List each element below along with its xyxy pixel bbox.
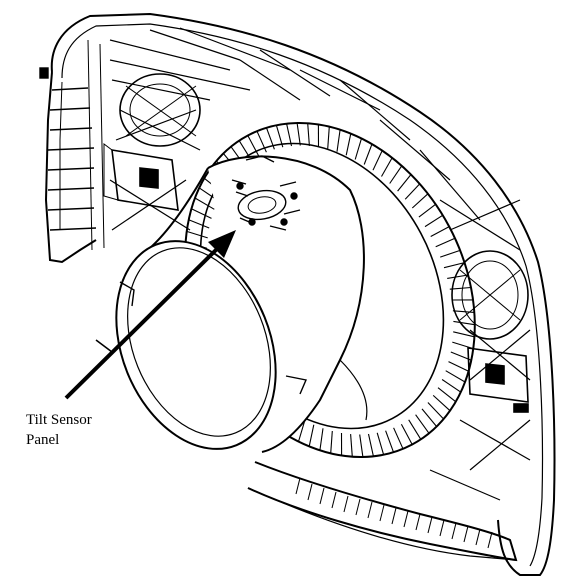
housing-shell — [44, 12, 556, 576]
shroud-fin — [296, 122, 301, 146]
shroud-fin — [247, 135, 260, 157]
shroud-fin — [327, 126, 330, 150]
shroud-fin — [397, 174, 412, 192]
shroud-fin — [418, 203, 436, 218]
shroud-fin — [393, 427, 404, 450]
shroud-fin — [427, 402, 444, 420]
shroud-fin — [404, 183, 421, 200]
right-socket — [451, 250, 529, 340]
front-ring — [95, 240, 307, 450]
shroud-fin — [443, 262, 465, 269]
shroud-fin — [188, 219, 210, 229]
shroud-fin — [421, 408, 438, 427]
shroud-fin — [286, 123, 293, 147]
shroud-fin — [450, 351, 472, 361]
shroud-fin — [389, 165, 403, 184]
shroud-fin — [415, 414, 430, 434]
shroud-fin — [400, 423, 413, 445]
callout-arrow — [64, 230, 236, 400]
shroud-fin — [265, 127, 275, 150]
shroud-fin — [275, 125, 284, 148]
shroud-fin — [363, 143, 373, 165]
shroud-fin — [408, 419, 422, 440]
shroud-fin — [319, 428, 324, 451]
shroud-fin — [354, 138, 363, 160]
callout-label-line-2: Panel — [26, 432, 59, 448]
shroud-fin — [452, 310, 475, 313]
shroud-fin — [350, 434, 353, 457]
tilt-sensor-panel — [231, 155, 301, 231]
shroud-fin — [307, 123, 310, 146]
shroud-fin — [191, 208, 212, 219]
shroud-fin — [447, 274, 469, 279]
conical-duct — [149, 155, 368, 453]
shroud-fin — [376, 432, 385, 455]
left-side-ribs — [39, 39, 105, 251]
shroud-fin — [297, 420, 306, 442]
shroud-fin — [445, 370, 466, 383]
shroud-fin — [359, 434, 364, 458]
shroud-fin — [452, 341, 474, 350]
shroud-fin — [385, 430, 395, 453]
upper-socket — [119, 73, 201, 147]
shroud-fin — [441, 379, 462, 393]
right-mount-bracket — [467, 347, 529, 413]
shroud-fin — [453, 320, 475, 326]
shroud-fin — [308, 424, 315, 447]
left-mount-bracket — [103, 143, 179, 211]
shroud-fin — [432, 394, 451, 412]
shroud-fin — [186, 230, 208, 239]
shroud-fin — [440, 249, 461, 258]
shroud-fin — [453, 331, 475, 338]
shroud-fin — [448, 361, 469, 372]
shroud-fin — [381, 157, 393, 177]
shroud-fin — [367, 433, 374, 457]
shroud-fin — [411, 193, 429, 209]
shroud-fin — [435, 237, 456, 248]
shroud-fin — [330, 430, 333, 454]
shroud-fin — [256, 130, 267, 153]
shroud-fin — [437, 387, 457, 403]
callout-label-line-1: Tilt Sensor — [26, 412, 92, 428]
shroud-fin — [194, 197, 215, 210]
shroud-fin — [430, 226, 450, 237]
shroud-fin — [372, 150, 383, 171]
shroud-fin — [449, 286, 472, 290]
shroud-fin — [424, 214, 443, 228]
shroud-fin — [336, 129, 341, 152]
shroud-fin — [345, 133, 352, 156]
